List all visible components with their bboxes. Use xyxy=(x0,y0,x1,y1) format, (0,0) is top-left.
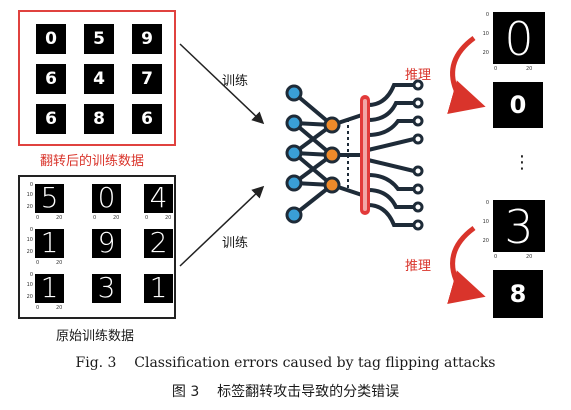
inference-input-image: 3 xyxy=(493,200,545,254)
input-node xyxy=(285,206,303,224)
original-data-caption: 原始训练数据 xyxy=(56,329,135,344)
flipped-digit-tile: 6 xyxy=(36,104,66,134)
x-tick: 20 xyxy=(56,305,63,311)
inference-input-image: 0 xyxy=(493,12,545,66)
hidden-node xyxy=(323,146,341,164)
infer-arrow-bottom xyxy=(447,225,486,304)
mnist-digit: 1 xyxy=(40,271,59,304)
y-tick: 10 xyxy=(482,219,489,225)
output-node xyxy=(412,133,424,145)
x-tick: 20 xyxy=(526,66,533,72)
y-tick: 20 xyxy=(26,294,33,300)
x-tick: 0 xyxy=(36,305,40,311)
y-tick: 0 xyxy=(29,272,33,278)
x-tick: 0 xyxy=(494,66,498,72)
x-tick: 0 xyxy=(494,254,498,260)
y-tick: 20 xyxy=(26,204,33,210)
flipped-digit-tile: 0 xyxy=(36,24,66,54)
x-tick: 20 xyxy=(56,260,63,266)
output-node xyxy=(412,165,424,177)
output-node xyxy=(412,201,424,213)
flipped-digit-tile: 4 xyxy=(84,64,114,94)
y-tick: 10 xyxy=(26,192,33,198)
train-label-top: 训练 xyxy=(222,74,249,89)
ellipsis: ⋮ xyxy=(513,152,531,173)
mnist-digit: 1 xyxy=(40,226,59,259)
x-tick: 0 xyxy=(93,215,97,221)
mnist-digit: 3 xyxy=(504,200,534,254)
y-tick: 10 xyxy=(482,31,489,37)
inference-output-top: 0 xyxy=(493,82,543,128)
y-tick: 0 xyxy=(485,200,489,206)
flipped-digit-tile: 6 xyxy=(132,104,162,134)
output-node xyxy=(412,115,424,127)
x-tick: 0 xyxy=(36,260,40,266)
output-node xyxy=(412,97,424,109)
mnist-image: 2 xyxy=(144,226,173,259)
mnist-digit: 5 xyxy=(40,181,59,214)
y-tick: 20 xyxy=(482,238,489,244)
y-tick: 0 xyxy=(29,182,33,188)
mnist-image: 4 xyxy=(144,181,173,214)
mnist-image: 1 xyxy=(144,271,173,304)
y-tick: 0 xyxy=(29,227,33,233)
figure-caption-en: Fig. 3 Classification errors caused by t… xyxy=(75,355,496,371)
infer-label-bottom: 推理 xyxy=(405,259,432,274)
output-node xyxy=(412,79,424,91)
mnist-digit: 0 xyxy=(504,12,534,66)
inference-output-bottom: 8 xyxy=(493,270,543,318)
train-arrow-top xyxy=(179,43,265,125)
input-node xyxy=(285,84,303,102)
train-label-bottom: 训练 xyxy=(222,236,249,251)
mnist-digit: 4 xyxy=(149,181,168,214)
input-node xyxy=(285,114,303,132)
output-node xyxy=(412,219,424,231)
mnist-image: 9 xyxy=(92,226,121,259)
flipped-digit-tile: 8 xyxy=(84,104,114,134)
input-node xyxy=(285,144,303,162)
hidden-node xyxy=(323,176,341,194)
y-tick: 20 xyxy=(26,249,33,255)
neural-network-diagram xyxy=(285,79,424,231)
figure-caption-cn: 图 3 标签翻转攻击导致的分类错误 xyxy=(171,384,400,400)
flipped-digit-tile: 9 xyxy=(132,24,162,54)
x-tick: 0 xyxy=(36,215,40,221)
train-arrow-bottom xyxy=(179,185,265,267)
input-node xyxy=(285,174,303,192)
mnist-digit: 2 xyxy=(149,226,168,259)
mnist-image: 3 xyxy=(92,271,121,304)
y-tick: 10 xyxy=(26,282,33,288)
mnist-digit: 9 xyxy=(97,226,116,259)
mnist-digit: 0 xyxy=(97,181,116,214)
y-tick: 20 xyxy=(482,50,489,56)
flipped-digit-tile: 7 xyxy=(132,64,162,94)
flipped-digit-tile: 5 xyxy=(84,24,114,54)
mnist-digit: 1 xyxy=(149,271,168,304)
y-tick: 0 xyxy=(485,12,489,18)
x-tick: 20 xyxy=(113,215,120,221)
hidden-node xyxy=(323,116,341,134)
inference-arrows xyxy=(447,35,486,304)
mnist-image: 5 xyxy=(35,181,64,214)
mnist-digit: 3 xyxy=(97,271,116,304)
flipped-data-caption: 翻转后的训练数据 xyxy=(40,154,145,169)
flipped-data-box: 0 5 9 6 4 7 6 8 6 xyxy=(18,10,176,146)
original-data-box: 5 0 4 1 9 2 1 3 1 0 10 20 0 20 0 10 20 0… xyxy=(18,175,176,319)
training-arrows xyxy=(179,43,265,267)
infer-label-top: 推理 xyxy=(405,68,432,83)
x-tick: 20 xyxy=(165,215,172,221)
infer-arrow-top xyxy=(447,35,486,114)
mnist-image: 0 xyxy=(92,181,121,214)
y-tick: 10 xyxy=(26,237,33,243)
x-tick: 0 xyxy=(145,215,149,221)
flipped-digit-tile: 6 xyxy=(36,64,66,94)
output-node xyxy=(412,183,424,195)
mnist-image: 1 xyxy=(35,226,64,259)
x-tick: 20 xyxy=(526,254,533,260)
mnist-image: 1 xyxy=(35,271,64,304)
x-tick: 20 xyxy=(56,215,63,221)
